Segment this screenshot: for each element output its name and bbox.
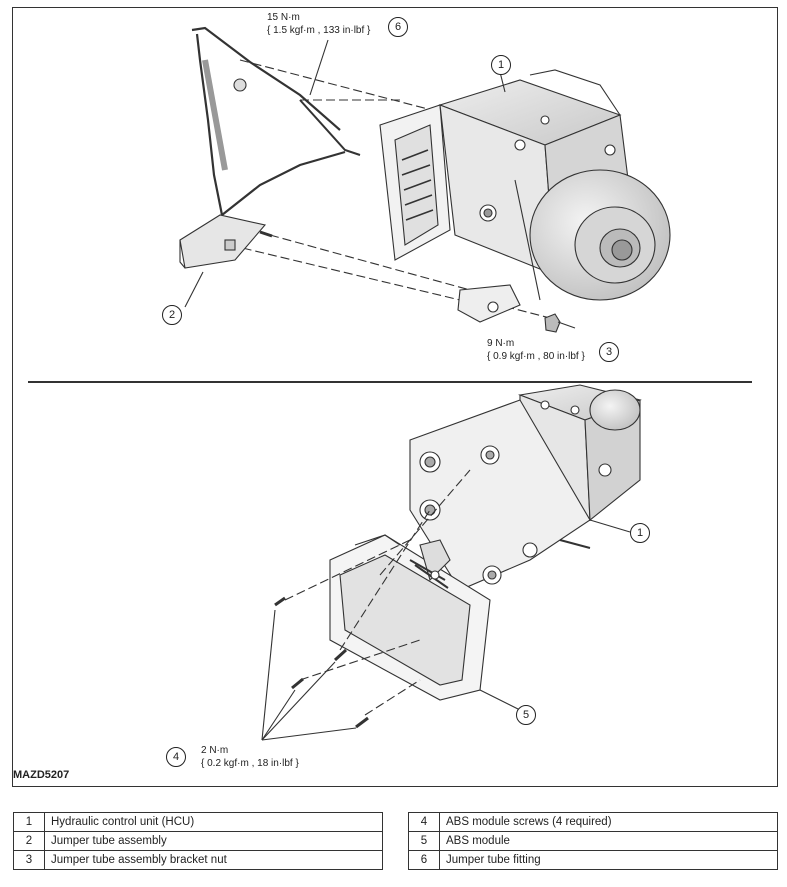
jumper-tube (191, 26, 361, 216)
legend-description: ABS module screws (4 required) (439, 812, 778, 832)
callout-6: 6 (388, 17, 408, 37)
callout-4: 4 (166, 747, 186, 767)
top-view (179, 26, 671, 333)
callout-5: 5 (516, 705, 536, 725)
abs-module-removed (329, 534, 491, 701)
callout-1-top: 1 (491, 55, 511, 75)
abs-module-screws (274, 596, 369, 729)
legend-table-right: 4 ABS module screws (4 required) 5 ABS m… (408, 812, 778, 870)
figure-frame (12, 7, 778, 787)
legend-number: 6 (408, 850, 440, 870)
legend-description: Jumper tube assembly (44, 831, 383, 851)
torque-6-value: 15 N·m (267, 12, 300, 23)
legend-table-left: 1 Hydraulic control unit (HCU) 2 Jumper … (13, 812, 383, 870)
abs-module-mounted (379, 104, 451, 261)
legend-description: Jumper tube assembly bracket nut (44, 850, 383, 870)
legend-row: 5 ABS module (408, 831, 778, 851)
jumper-tube-bracket (179, 214, 273, 269)
hcu-mounting-bracket (409, 399, 591, 591)
legend-number: 3 (13, 850, 45, 870)
legend-number: 4 (408, 812, 440, 832)
callout-2: 2 (162, 305, 182, 325)
torque-6-conversion: { 1.5 kgf·m , 133 in·lbf } (267, 25, 371, 36)
legend-row: 6 Jumper tube fitting (408, 850, 778, 870)
torque-3-value: 9 N·m (487, 338, 515, 349)
legend-number: 2 (13, 831, 45, 851)
legend-row: 4 ABS module screws (4 required) (408, 812, 778, 832)
legend-row: 3 Jumper tube assembly bracket nut (13, 850, 383, 870)
torque-3-conversion: { 0.9 kgf·m , 80 in·lbf } (487, 351, 585, 362)
legend-description: ABS module (439, 831, 778, 851)
callout-1-bottom: 1 (630, 523, 650, 543)
legend-description: Jumper tube fitting (439, 850, 778, 870)
torque-4-conversion: { 0.2 kgf·m , 18 in·lbf } (201, 758, 299, 769)
legend-number: 5 (408, 831, 440, 851)
torque-4-value: 2 N·m (201, 745, 229, 756)
exploded-view-drawing (28, 26, 752, 741)
legend-row: 1 Hydraulic control unit (HCU) (13, 812, 383, 832)
figure-id: MAZD5207 (13, 769, 70, 781)
callout-3: 3 (599, 342, 619, 362)
legend-description: Hydraulic control unit (HCU) (44, 812, 383, 832)
hcu-motor (514, 169, 671, 301)
bracket-nut (544, 313, 576, 333)
legend-number: 1 (13, 812, 45, 832)
bottom-view (261, 384, 642, 741)
legend-row: 2 Jumper tube assembly (13, 831, 383, 851)
